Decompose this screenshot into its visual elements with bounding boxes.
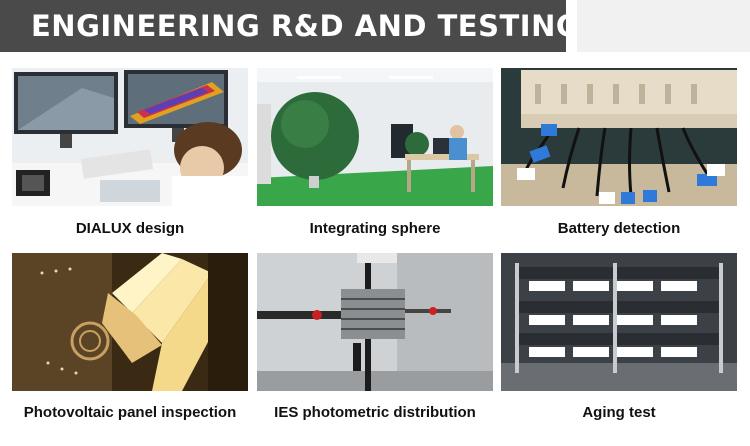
header-accent-block (577, 0, 750, 52)
caption-photovoltaic-panel: Photovoltaic panel inspection (23, 404, 237, 421)
photo-aging-test (501, 253, 737, 391)
photo-ies-photometric (257, 253, 493, 391)
caption-aging-test: Aging test (582, 404, 656, 421)
photo-dialux-design (12, 68, 248, 206)
photo-photovoltaic-panel (12, 253, 248, 391)
header-banner: ENGINEERING R&D AND TESTING (0, 0, 580, 52)
page-title: ENGINEERING R&D AND TESTING (31, 9, 581, 43)
caption-battery-detection: Battery detection (557, 220, 681, 237)
caption-integrating-sphere: Integrating sphere (309, 220, 441, 237)
photo-battery-detection (501, 68, 737, 206)
photo-integrating-sphere (257, 68, 493, 206)
caption-ies-photometric: IES photometric distribution (274, 404, 476, 421)
caption-dialux-design: DIALUX design (75, 220, 185, 237)
